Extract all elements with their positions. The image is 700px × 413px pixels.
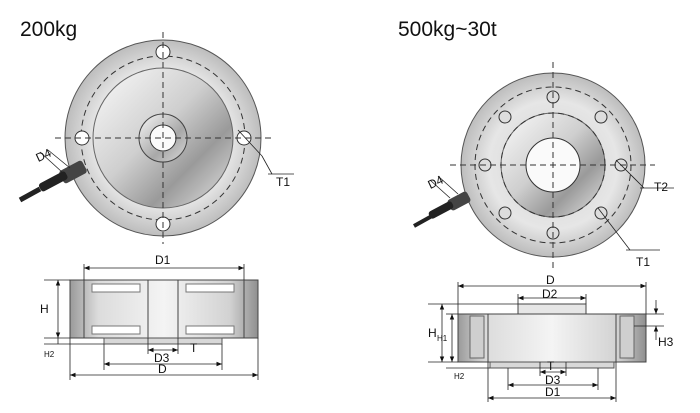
large-d4-label: D4 (426, 173, 446, 192)
large-side-view: D D2 H H1 H2 H3 T D3 D1 (428, 273, 674, 402)
large-top-view: D4 T2 T1 (413, 62, 674, 269)
large-h3-label: H3 (658, 335, 674, 349)
small-t1-leader (261, 155, 273, 175)
large-variant-title: 500kg~30t (398, 18, 497, 41)
small-d3-label: D3 (154, 351, 170, 365)
large-t1-label: T1 (636, 255, 650, 269)
large-d-label: D (546, 273, 555, 287)
large-d3-label: D3 (545, 373, 561, 387)
large-t2-label: T2 (654, 180, 668, 194)
large-h2-label: H2 (454, 372, 465, 381)
small-top-view: D4 T1 (18, 32, 294, 244)
small-d-label: D (158, 362, 167, 376)
large-side-hub (517, 303, 587, 315)
small-variant-title: 200kg (20, 18, 78, 41)
small-h2-label: H2 (44, 350, 55, 359)
small-d1-label: D1 (155, 253, 171, 267)
small-side-base (103, 337, 223, 345)
large-cable (413, 191, 471, 228)
small-cable (18, 160, 87, 203)
large-h1-label: H1 (437, 334, 448, 343)
large-side-base (489, 361, 615, 369)
large-bolt-hole (498, 110, 512, 124)
large-bolt-hole (498, 206, 512, 220)
large-bolt-hole (594, 110, 608, 124)
small-t1-label: T1 (276, 175, 290, 189)
small-side-view: D1 H H2 D3 T D (40, 253, 259, 380)
large-side-body (457, 313, 647, 363)
large-d1-label: D1 (545, 385, 561, 399)
large-h-label: H (428, 326, 437, 340)
small-t-label: T (190, 341, 198, 355)
large-d2-label: D2 (542, 287, 558, 301)
small-h-label: H (40, 302, 49, 316)
small-d4-label: D4 (34, 146, 54, 165)
small-d4-leader (39, 151, 63, 173)
large-t-label: T (547, 359, 555, 373)
